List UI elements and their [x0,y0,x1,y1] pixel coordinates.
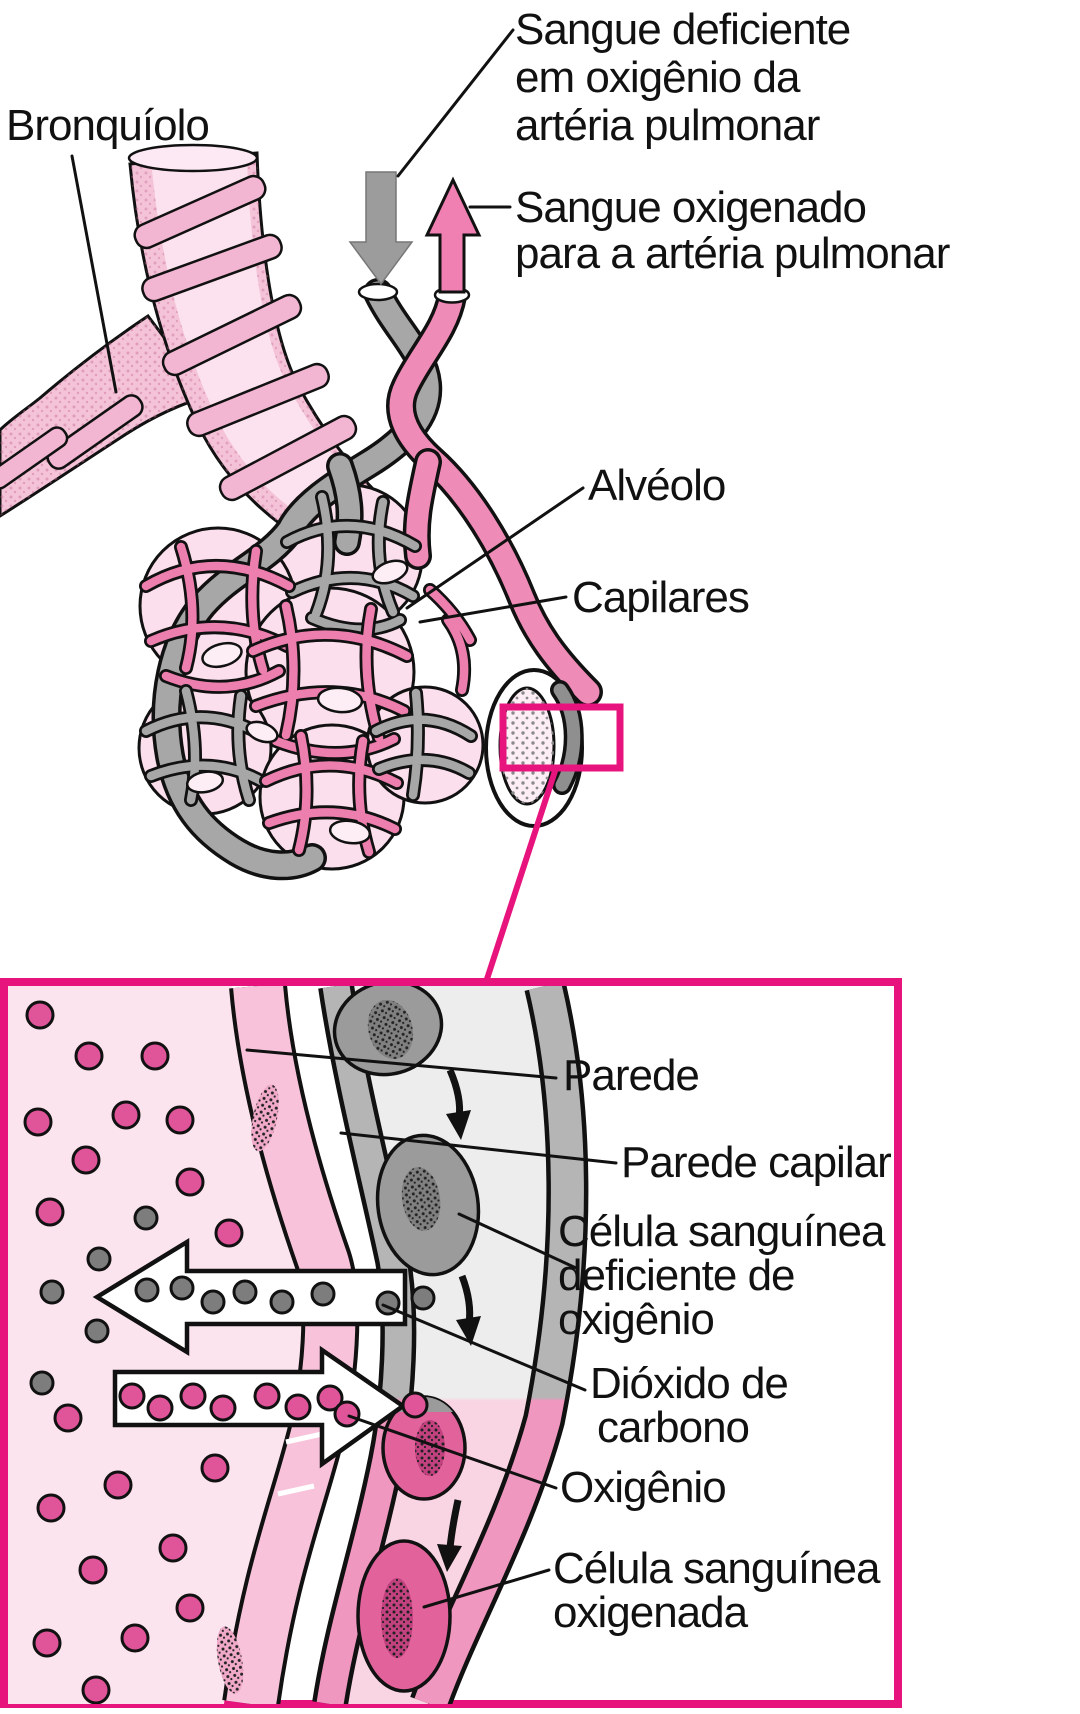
label-oxigenio: Oxigênio [560,1463,726,1512]
label-sangue-deficiente-2: em oxigênio da [515,53,801,102]
label-celula-oxigenada-1: Célula sanguínea [553,1544,881,1593]
label-alveolo: Alvéolo [588,461,725,510]
molecule-dot [74,1041,104,1071]
molecule-dot [410,1285,436,1311]
molecule-dot [103,1470,133,1500]
wall-cell-nucleus [216,1626,244,1694]
label-bronquiolo: Bronquíolo [6,101,209,150]
molecule-dot [120,1623,150,1653]
oxygenated-blood-cell [356,1539,452,1693]
molecule-dot [86,1246,112,1272]
transitioning-blood-cell [381,1395,467,1501]
label-capilares: Capilares [572,573,749,622]
molecule-dot [175,1167,205,1197]
leader-lines [70,28,618,1609]
molecule-dot [81,1675,111,1704]
molecule-dot [200,1289,226,1315]
molecule-dot [165,1105,195,1135]
molecule-dot [175,1593,205,1623]
label-celula-deficiente-2: deficiente de [558,1251,795,1300]
molecule-dot [35,1197,65,1227]
label-sangue-oxigenado-1: Sangue oxigenado [515,183,866,232]
molecule-dot [53,1403,83,1433]
molecule-dot [269,1289,295,1315]
label-dioxido-2: carbono [597,1403,749,1452]
alveolar-pores [185,559,409,845]
molecule-dot [78,1555,108,1585]
o2-molecules-in-arrow [118,1382,429,1428]
molecule-dot [253,1382,281,1410]
co2-molecules-in-arrow [134,1275,436,1316]
oxygenated-vessel [386,281,603,707]
capillary-webs [146,497,471,852]
molecule-dot [39,1279,65,1305]
molecule-dot [36,1493,66,1523]
molecule-dot [133,1205,159,1231]
label-parede-capilar: Parede capilar [621,1138,891,1187]
label-sangue-deficiente-1: Sangue deficiente [515,5,850,54]
molecule-dot [310,1281,336,1307]
molecule-dot [146,1394,174,1422]
molecule-dot [333,1400,361,1428]
gray-vessel-mouth [357,282,399,302]
molecule-dot [118,1382,146,1410]
molecule-dot [140,1041,170,1071]
molecule-dot [232,1279,258,1305]
molecule-dot [29,1370,55,1396]
zoom-region-rect [499,703,624,772]
label-parede: Parede [563,1051,699,1100]
labels: Sangue deficiente em oxigênio da artéria… [6,5,951,1637]
deoxygenated-blood-cell [332,986,444,1077]
label-celula-deficiente-3: oxigênio [558,1295,714,1344]
molecule-dot [158,1533,188,1563]
bronchiole-opening [127,143,259,173]
deoxygenated-blood-in-arrow-icon [348,171,414,286]
molecule-dot [401,1391,429,1419]
oxygenated-blood-out-arrow-icon [424,176,482,294]
blood-flow-arrows [437,1068,481,1572]
molecule-dot [111,1100,141,1130]
deoxygenated-blood-cell [375,1133,481,1277]
oxygen-molecules [23,1000,244,1704]
label-sangue-oxigenado-2: para a artéria pulmonar [515,229,950,278]
inset-content [8,986,589,1704]
molecule-dot [209,1394,237,1422]
molecule-dot [316,1384,344,1412]
o2-diffusion-arrow-icon [112,1345,407,1469]
zoom-connector-line [483,767,559,983]
molecule-dot [200,1453,230,1483]
bronchiole [0,143,393,543]
molecule-dot [23,1107,53,1137]
label-sangue-deficiente-3: artéria pulmonar [515,101,820,150]
molecule-dot [214,1218,244,1248]
carbon-dioxide-molecules [29,1205,159,1396]
wall-cell-nucleus [251,1084,279,1152]
label-celula-deficiente-1: Célula sanguínea [558,1207,886,1256]
molecule-dot [25,1000,55,1030]
molecule-dot [32,1628,62,1658]
molecule-dot [71,1145,101,1175]
molecule-dot [134,1277,160,1303]
molecule-dot [169,1275,195,1301]
molecule-dot [284,1393,312,1421]
molecule-dot [84,1318,110,1344]
molecule-dot [179,1382,207,1410]
label-celula-oxigenada-2: oxigenada [553,1588,749,1637]
label-dioxido-1: Dióxido de [590,1359,788,1408]
bronchiole-smooth-muscle-bands [133,174,358,502]
